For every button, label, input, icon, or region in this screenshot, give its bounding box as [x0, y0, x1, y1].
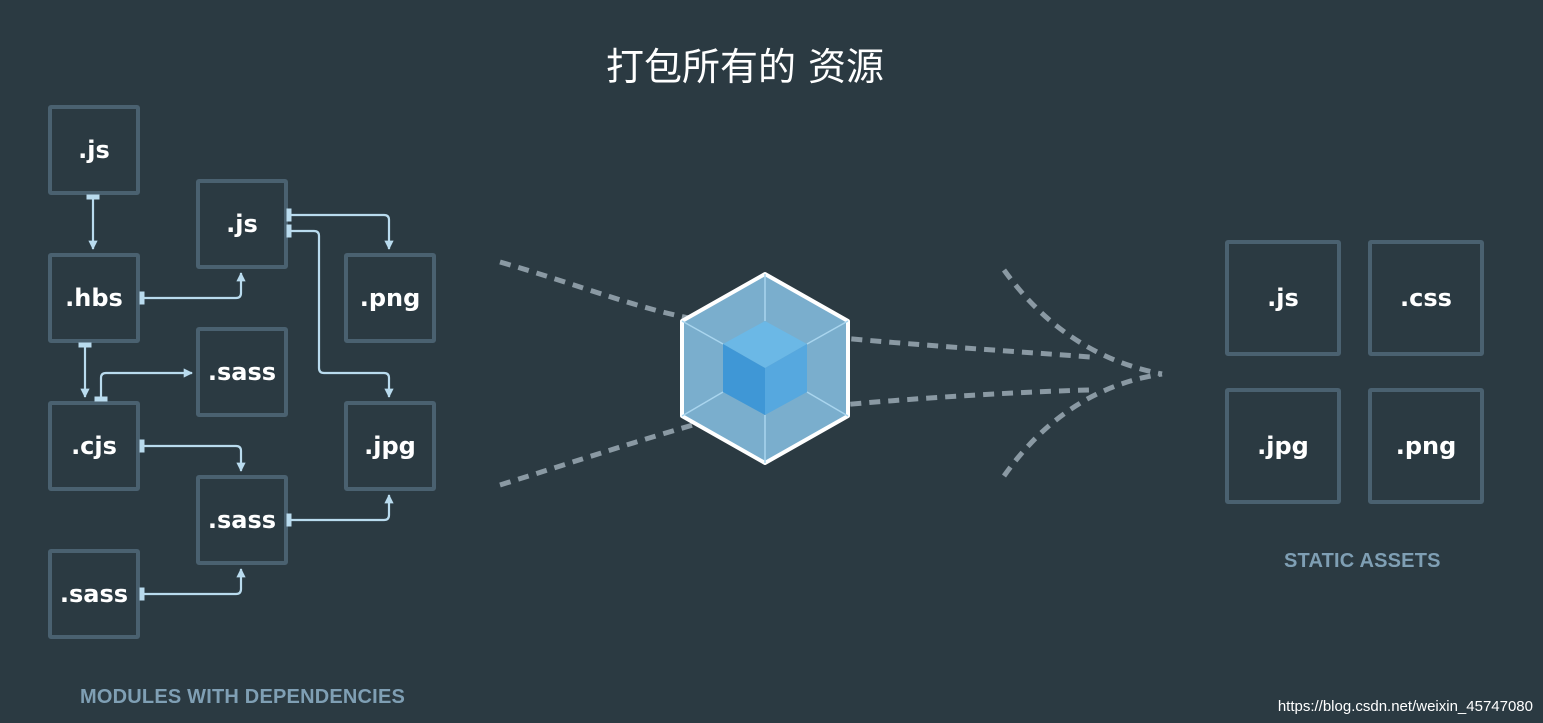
arrow-js-to-png [286, 208, 394, 250]
diagram-title: 打包所有的 资源 [605, 45, 885, 89]
module-box-hbs: .hbs [48, 253, 140, 343]
webpack-cube-icon [680, 272, 850, 465]
asset-box-png: .png [1368, 388, 1484, 504]
module-box-jpg: .jpg [344, 401, 436, 491]
arrow-hbs-to-js [139, 272, 246, 305]
module-box-js-mid: .js [196, 179, 288, 269]
asset-box-jpg: .jpg [1225, 388, 1341, 504]
asset-box-js: .js [1225, 240, 1341, 356]
module-box-sass-upper: .sass [196, 327, 288, 417]
arrow-sass-to-sass [139, 568, 246, 601]
module-box-sass-lower: .sass [196, 475, 288, 565]
arrow-cjs-to-sass [94, 368, 193, 402]
module-box-js-top: .js [48, 105, 140, 195]
arrow-sass-to-jpg [286, 494, 394, 527]
arrow-js-to-jpg [286, 224, 394, 398]
flow-out-top [1001, 268, 1163, 377]
watermark-url: https://blog.csdn.net/weixin_45747080 [1277, 698, 1533, 715]
module-box-cjs: .cjs [48, 401, 140, 491]
assets-caption: STATIC ASSETS [1284, 550, 1441, 572]
module-box-sass-bottom-left: .sass [48, 549, 140, 639]
arrow-cjs-to-sass-lower [139, 439, 246, 472]
flow-out-bottom [1001, 371, 1163, 478]
modules-caption: MODULES WITH DEPENDENCIES [80, 686, 406, 708]
asset-box-css: .css [1368, 240, 1484, 356]
